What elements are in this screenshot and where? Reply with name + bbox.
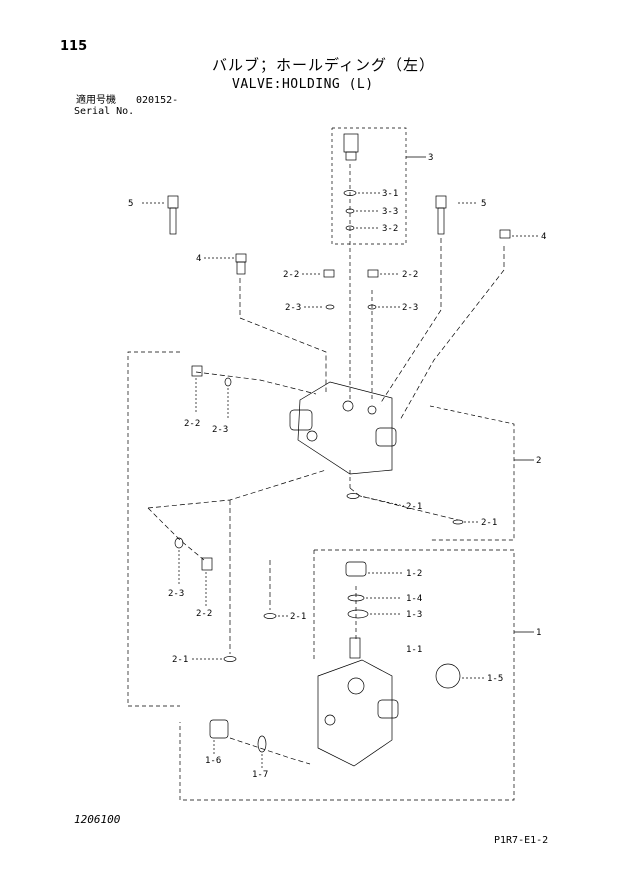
plug-2-2-left <box>191 365 203 377</box>
oring-1-3 <box>347 609 369 619</box>
callout-2-3-right: 2-3 <box>402 303 418 313</box>
callout-2-1-b: 2-1 <box>481 518 497 528</box>
plug-2-2-center <box>323 269 335 278</box>
plug-1-6 <box>209 719 229 739</box>
footer-page-code: P1R7-E1-2 <box>494 835 549 846</box>
ring-3-2 <box>345 225 355 231</box>
callout-2-1-d: 2-1 <box>172 655 188 665</box>
callout-2-1-a: 2-1 <box>406 502 422 512</box>
callout-2-3-left: 2-3 <box>212 425 228 435</box>
callout-2-1-c: 2-1 <box>290 612 306 622</box>
bolt-5-right <box>435 195 447 209</box>
oring-3-1 <box>343 190 357 196</box>
group-1-outline <box>179 549 515 801</box>
callout-5-left: 5 <box>128 199 133 209</box>
page-title-japanese: バルブ；ホールディング（左） <box>212 56 435 74</box>
page-title-english: VALVE:HOLDING (L) <box>232 77 374 92</box>
callout-3-3: 3-3 <box>382 207 398 217</box>
spring-1-1 <box>349 637 361 659</box>
serial-label-english: Serial No. <box>74 106 135 117</box>
oring-1-7 <box>257 735 267 753</box>
valve-body-1 <box>317 659 393 767</box>
plug-2-2-right <box>367 269 379 278</box>
group-3-box <box>331 127 407 245</box>
callout-3-1: 3-1 <box>382 189 398 199</box>
part-1-2 <box>345 561 367 577</box>
serial-value: 020152- <box>136 95 179 106</box>
callout-2-2-lower: 2-2 <box>196 609 212 619</box>
group-2-outline <box>127 351 180 707</box>
valve-body-2 <box>297 381 393 475</box>
callout-1-3: 1-3 <box>406 610 422 620</box>
callout-5-right: 5 <box>481 199 486 209</box>
callout-2-2-center: 2-2 <box>283 270 299 280</box>
serial-label-japanese: 適用号機 <box>76 95 116 106</box>
bolt-5-left <box>167 195 179 209</box>
page-number: 115 <box>60 39 88 54</box>
callout-3-2: 3-2 <box>382 224 398 234</box>
callout-4-right: 4 <box>541 232 546 242</box>
callout-1: 1 <box>536 628 541 638</box>
part-3-fitting <box>343 133 359 153</box>
plug-4-right <box>499 229 511 239</box>
callout-4-left: 4 <box>196 254 201 264</box>
callout-2-3-center: 2-3 <box>285 303 301 313</box>
callout-1-5: 1-5 <box>487 674 503 684</box>
callout-1-2: 1-2 <box>406 569 422 579</box>
callout-1-4: 1-4 <box>406 594 422 604</box>
callout-3: 3 <box>428 153 433 163</box>
callout-1-6: 1-6 <box>205 756 221 766</box>
oring-1-5 <box>435 663 461 689</box>
callout-2-3-lower: 2-3 <box>168 589 184 599</box>
callout-1-1: 1-1 <box>406 645 422 655</box>
part-1-4 <box>347 594 365 602</box>
ring-3-3 <box>345 208 355 214</box>
callout-2-2-right: 2-2 <box>402 270 418 280</box>
plug-4-left <box>235 253 247 263</box>
callout-2-2-left: 2-2 <box>184 419 200 429</box>
footer-drawing-number: 1206100 <box>74 813 121 826</box>
callout-2: 2 <box>536 456 541 466</box>
callout-1-7: 1-7 <box>252 770 268 780</box>
